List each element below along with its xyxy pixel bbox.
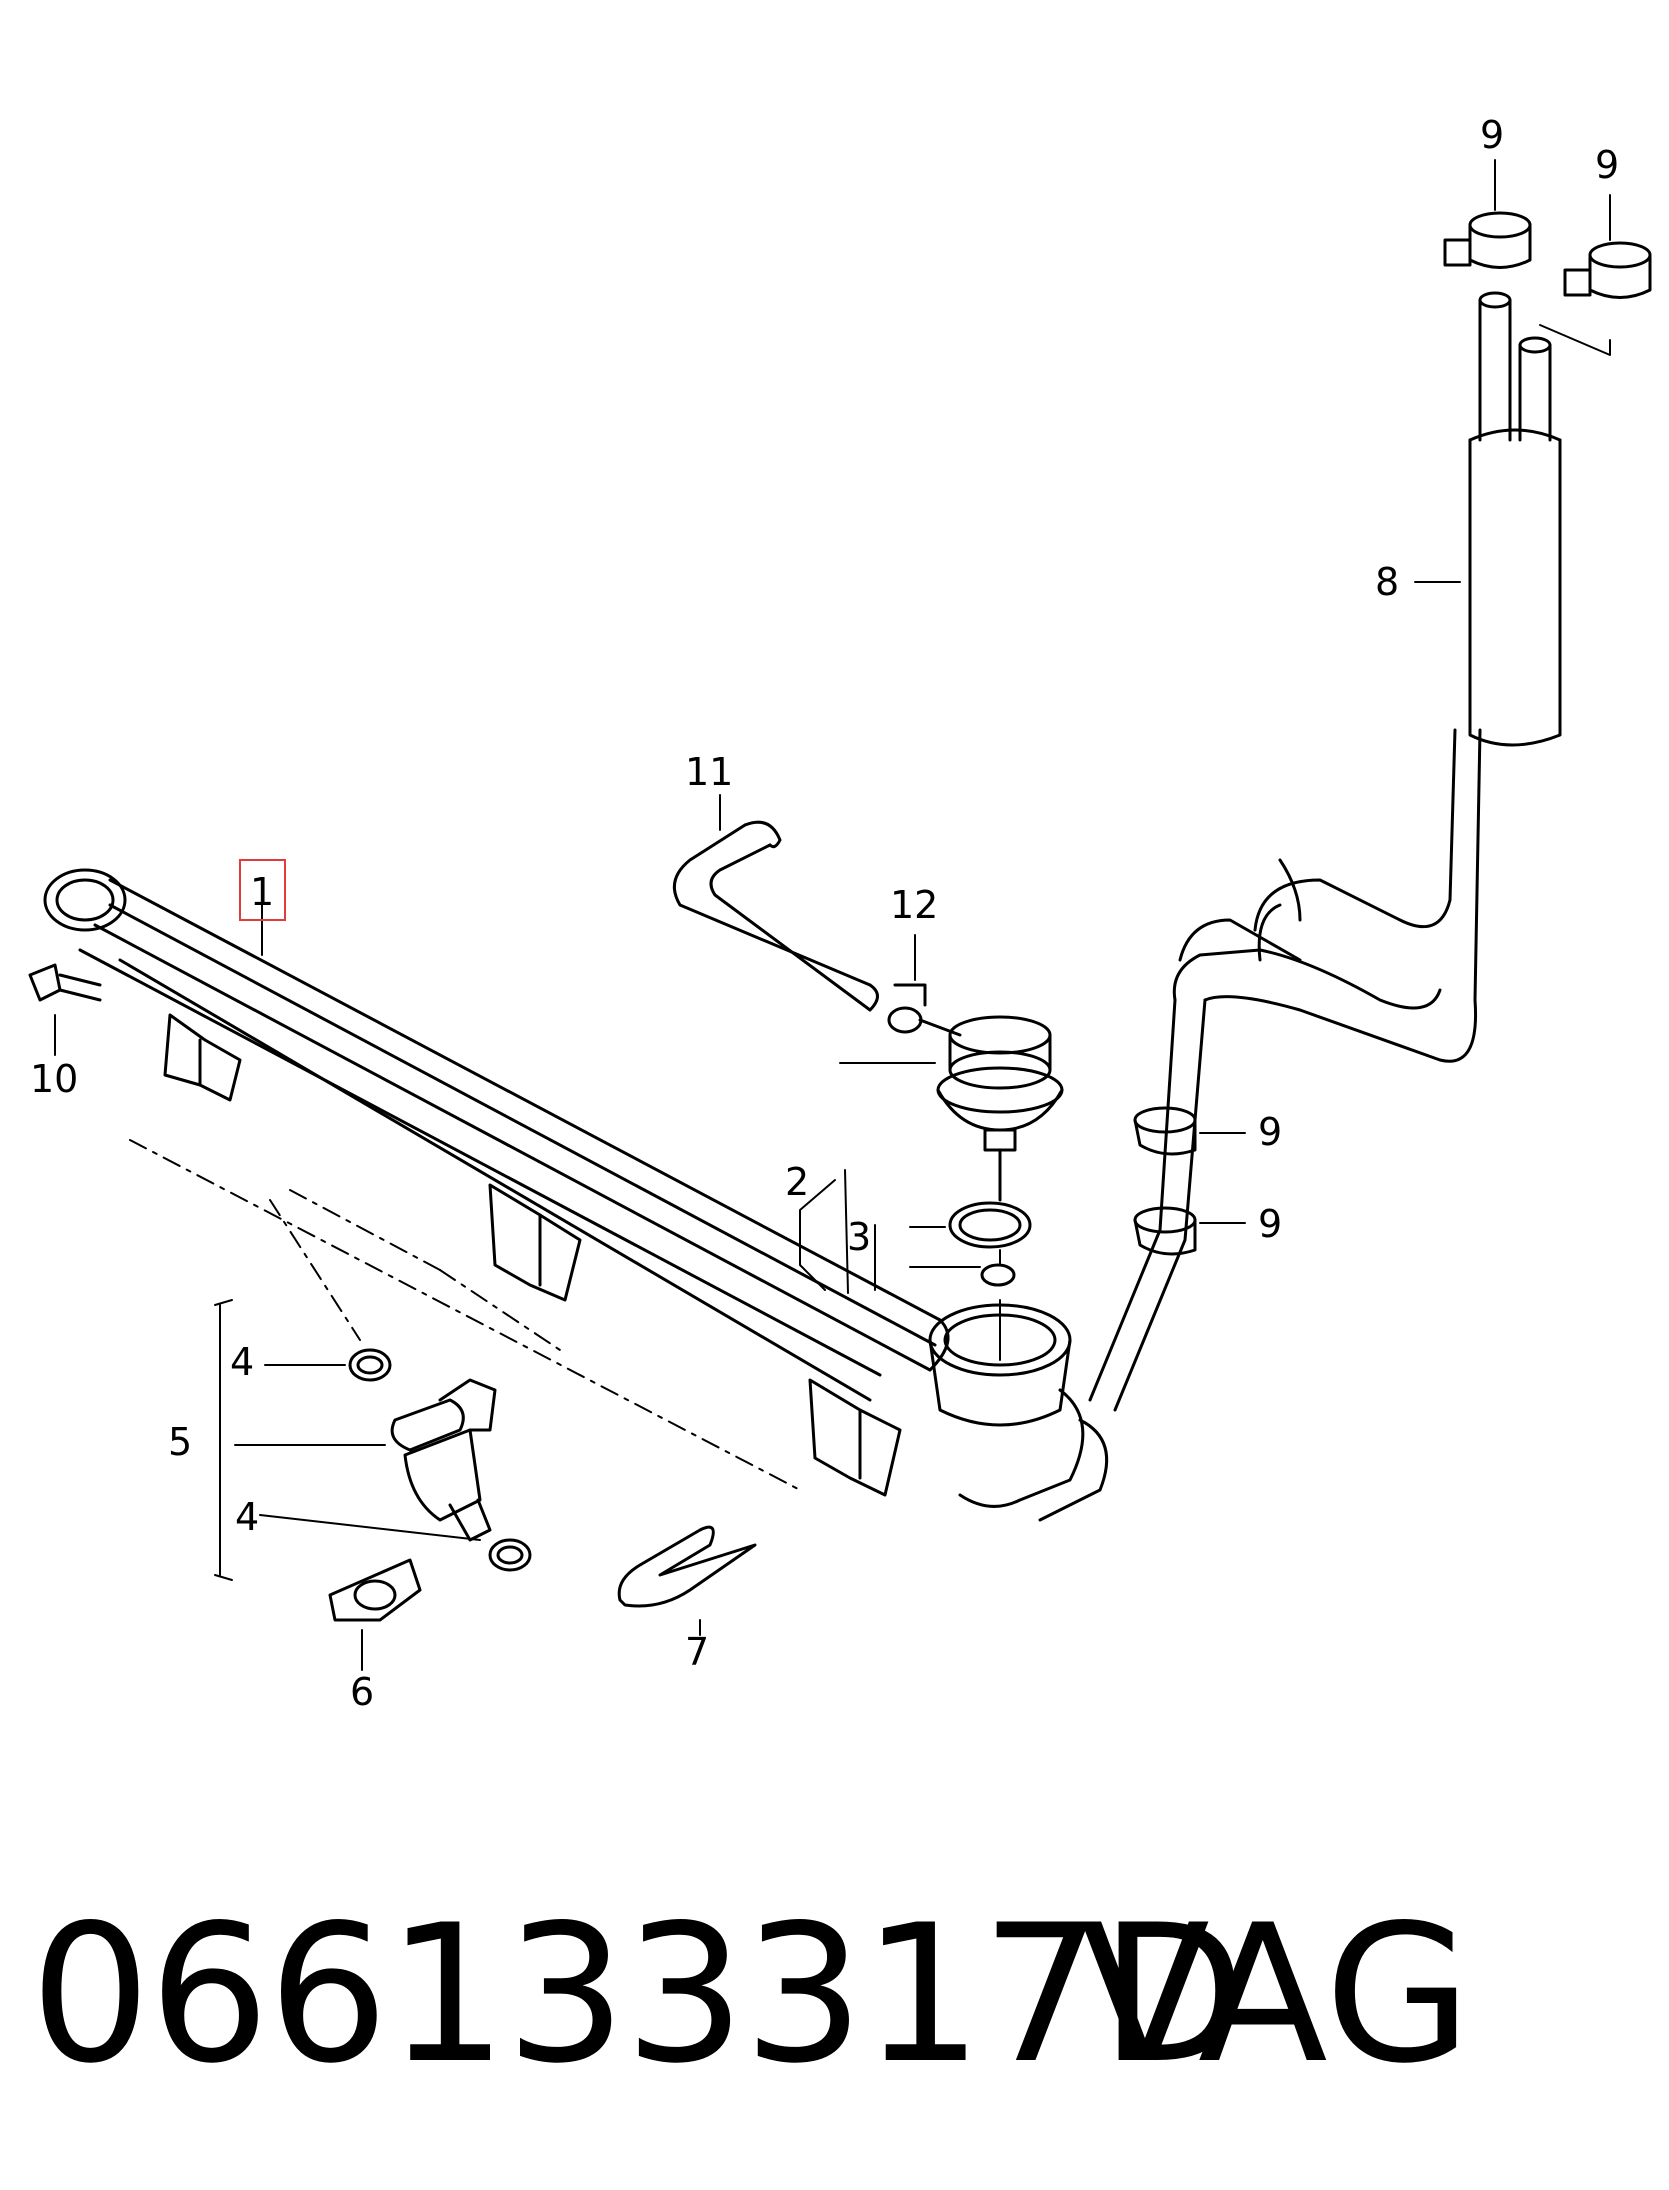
assembly-lines	[129, 1139, 801, 1491]
protective-sleeve	[1468, 291, 1562, 747]
fuel-injector	[390, 1378, 497, 1542]
vacuum-hose	[672, 820, 879, 1012]
o-ring-small	[980, 1263, 1016, 1287]
fuel-rail	[43, 868, 950, 1402]
callout-5: 5	[168, 1420, 192, 1464]
pressure-regulator	[936, 1015, 1064, 1202]
highlight-box	[239, 859, 286, 921]
hose-clamp-middle-lower	[1133, 1206, 1197, 1256]
callout-2: 2	[785, 1160, 809, 1204]
rail-bracket-1	[163, 1013, 242, 1102]
callout-8: 8	[1375, 560, 1399, 604]
regulator-housing	[928, 1299, 1072, 1427]
rail-bracket-3	[808, 1378, 902, 1497]
callout-4-upper: 4	[230, 1340, 254, 1384]
bolt	[28, 963, 102, 1002]
fuel-lines	[958, 728, 1482, 1522]
injector-seal-lower	[488, 1538, 532, 1572]
callout-11: 11	[685, 750, 733, 794]
brand-caption: VAG	[1080, 1884, 1472, 2105]
injector-seal-upper	[348, 1348, 392, 1382]
fuel-rail-exploded-diagram: 1 2 3 4 4 5 6 7 8 9 9 9 9 10 11 12	[28, 113, 1652, 1714]
rail-bracket-2	[488, 1183, 582, 1302]
hose-clamp-middle-upper	[1133, 1106, 1197, 1156]
callout-9-middle-upper: 9	[1258, 1110, 1282, 1154]
o-ring-large	[948, 1201, 1032, 1249]
callout-1: 1	[250, 870, 274, 914]
callout-4-lower: 4	[235, 1495, 259, 1539]
hose-clamp-top-left	[1443, 211, 1532, 269]
callout-9-middle-lower: 9	[1258, 1202, 1282, 1246]
callout-3: 3	[847, 1215, 871, 1259]
injector-clip	[328, 1558, 422, 1622]
small-hose-clamp	[887, 983, 962, 1037]
hose-clamp-top-right	[1563, 241, 1652, 299]
callout-9-top-left: 9	[1480, 113, 1504, 157]
leader-lines	[54, 159, 1611, 1671]
callout-10: 10	[30, 1057, 78, 1101]
callout-6: 6	[350, 1670, 374, 1714]
part-number-caption: 066133317D	[30, 1884, 1246, 2105]
retaining-spring	[617, 1525, 757, 1608]
callout-9-top-right: 9	[1595, 143, 1619, 187]
callout-7: 7	[685, 1630, 709, 1674]
callout-12: 12	[890, 883, 938, 927]
